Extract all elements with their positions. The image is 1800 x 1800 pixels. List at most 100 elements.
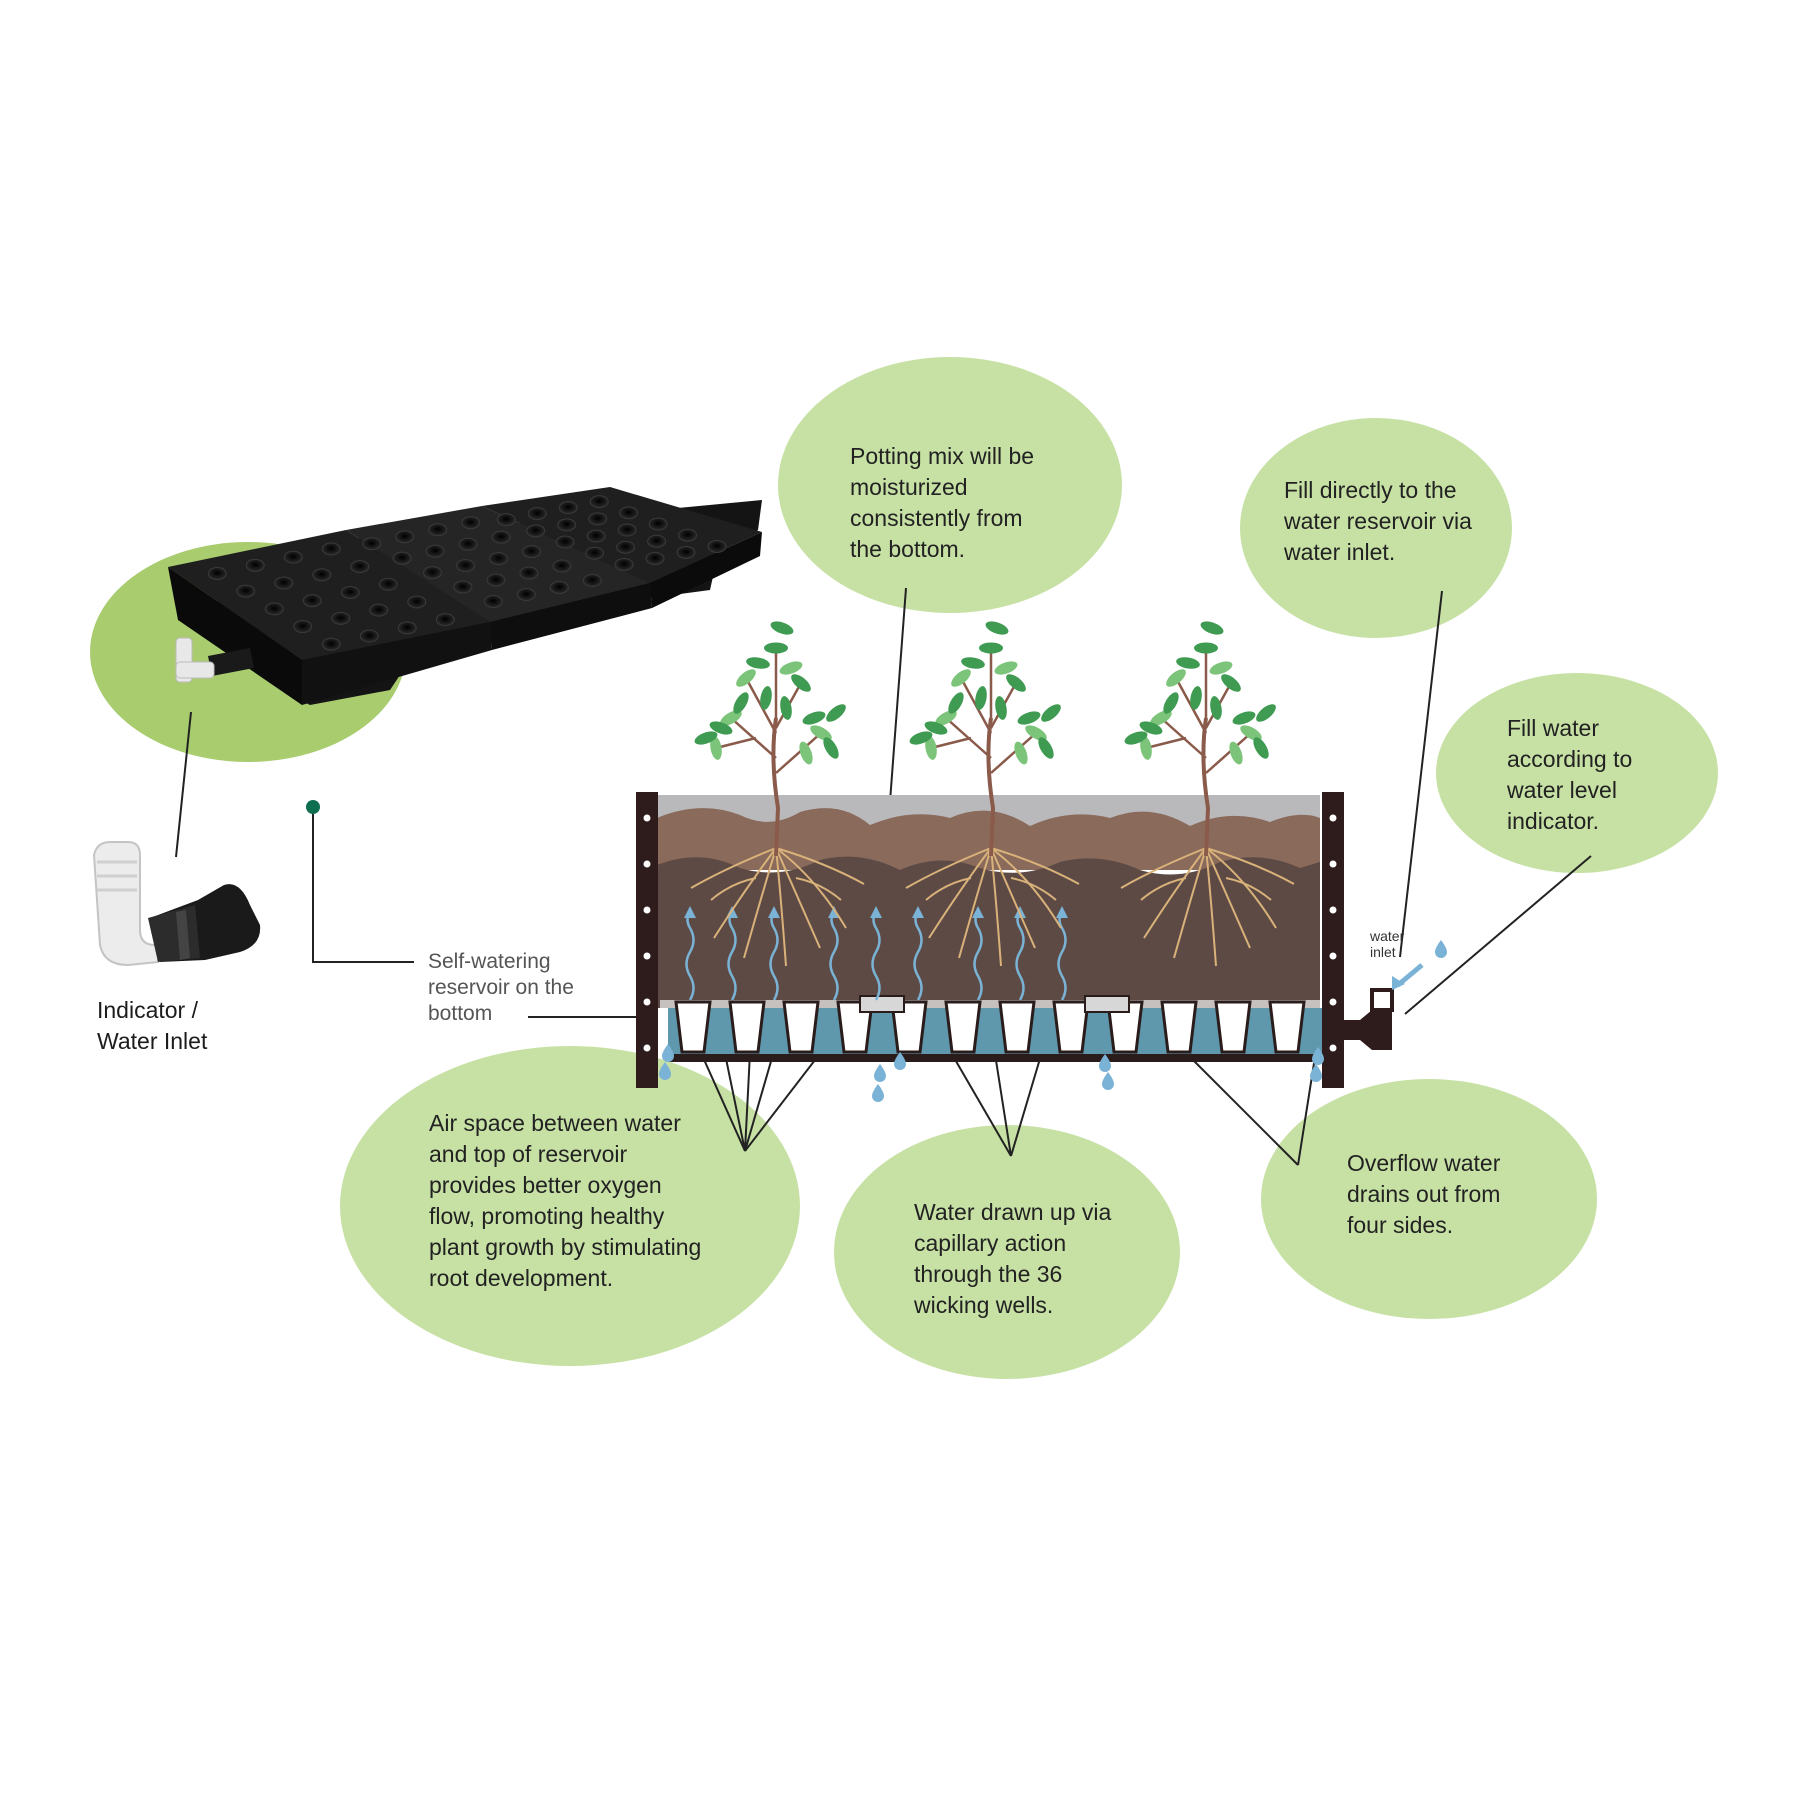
wicking-well	[782, 1000, 820, 1054]
post-hole	[1329, 952, 1337, 960]
black-planter-tray	[168, 487, 762, 705]
capillary-arrow	[684, 906, 696, 1001]
water-drop	[662, 1044, 674, 1062]
tray-hole	[392, 551, 412, 565]
tray-hole	[395, 530, 415, 544]
label-water-inlet: water inlet	[1370, 928, 1405, 960]
tray-hole	[549, 580, 569, 594]
label-reservoir: Self-watering reservoir on the bottom	[428, 950, 574, 1025]
water-drop	[1310, 1064, 1322, 1082]
callout-fill-level: Fill water according to water level indi…	[1507, 715, 1633, 834]
tray-hole	[207, 567, 227, 581]
tray-hole	[425, 544, 445, 558]
tray-hole	[616, 540, 636, 554]
tree-seedling	[905, 621, 1080, 967]
label-indicator: Indicator / Water Inlet	[97, 997, 208, 1054]
tray-hole	[321, 637, 341, 651]
wicking-well	[890, 1000, 928, 1054]
tray-hole	[558, 501, 578, 515]
frame-post-holes	[643, 814, 1337, 1052]
water-drop	[1435, 940, 1447, 958]
tray-hole	[552, 559, 572, 573]
tray-hole	[245, 558, 265, 572]
water-drop	[1099, 1054, 1111, 1072]
capillary-arrow	[1056, 906, 1068, 1001]
wicking-well	[1106, 1000, 1144, 1054]
frame-post-left	[636, 792, 658, 1088]
capillary-arrow	[972, 906, 984, 1001]
bubble-capillary	[834, 1125, 1180, 1379]
tray-hole	[397, 621, 417, 635]
wicking-well	[1214, 1000, 1252, 1054]
water-drop	[659, 1062, 671, 1080]
tray-hole	[557, 518, 577, 532]
tray-hole	[585, 546, 605, 560]
tree-seedling	[1120, 621, 1295, 967]
tray-hole	[483, 594, 503, 608]
elbow-connector	[92, 841, 261, 967]
tray-hole	[435, 613, 455, 627]
wicking-well	[1052, 1000, 1090, 1054]
tray-hole	[274, 576, 294, 590]
wicking-well	[1268, 1000, 1306, 1054]
post-hole	[643, 1044, 651, 1052]
capillary-arrows	[684, 906, 1068, 1001]
tray-hole	[489, 552, 508, 566]
callout-overflow: Overflow water drains out from four side…	[1347, 1150, 1501, 1238]
tray-hole	[648, 517, 668, 531]
capillary-arrow	[870, 906, 882, 1001]
bubble-fill-directly	[1240, 418, 1512, 638]
tray-hole	[486, 573, 506, 587]
inlet-pipe	[1322, 988, 1394, 1050]
capillary-arrow	[912, 906, 924, 1001]
overflow-port	[859, 995, 905, 1013]
callout-fill-directly: Fill directly to the water reservoir via…	[1284, 477, 1472, 565]
tray-hole	[264, 602, 284, 616]
tray-hole	[676, 545, 696, 559]
tray-hole	[645, 551, 665, 565]
post-hole	[643, 906, 651, 914]
soil-mid-layer	[657, 808, 1320, 870]
bubble-air-space	[340, 1046, 800, 1366]
bubble-fill-level	[1436, 673, 1718, 873]
tray-hole	[516, 587, 536, 601]
tray-hole	[582, 573, 602, 587]
tray-connector	[175, 637, 254, 683]
callout-air-space: Air space between water and top of reser…	[429, 1110, 702, 1291]
tray-hole	[321, 542, 341, 556]
tray-hole	[522, 545, 541, 559]
tray-hole	[619, 506, 639, 520]
tray-hole	[458, 537, 478, 551]
tray-hole	[614, 557, 634, 571]
tray-hole	[359, 629, 379, 643]
water-drops	[659, 940, 1447, 1102]
bubble-potting-mix	[778, 357, 1122, 613]
wicking-well	[674, 1000, 712, 1054]
water-drop	[874, 1064, 886, 1082]
capillary-arrow	[768, 906, 780, 1001]
planter-cross-section	[636, 792, 1447, 1102]
tray-hole	[236, 584, 256, 598]
callout-capillary: Water drawn up via capillary action thro…	[914, 1199, 1112, 1318]
tray-holes	[207, 495, 727, 651]
tray-hole	[302, 594, 322, 608]
wicking-well	[944, 1000, 982, 1054]
post-hole	[643, 952, 651, 960]
tray-hole	[423, 566, 442, 580]
tray-hole	[555, 535, 575, 549]
tray-hole	[461, 516, 481, 530]
post-hole	[1329, 860, 1337, 868]
tray-hole	[519, 566, 539, 580]
frame-post-right	[1322, 792, 1344, 1088]
post-hole	[1329, 1044, 1337, 1052]
tray-hole	[707, 539, 727, 553]
post-hole	[643, 998, 651, 1006]
tray-hole	[453, 580, 473, 594]
wicking-well	[998, 1000, 1036, 1054]
post-hole	[643, 860, 651, 868]
post-hole	[1329, 906, 1337, 914]
inlet-arrow	[1392, 963, 1424, 990]
tray-hole	[527, 507, 547, 521]
post-hole	[1329, 998, 1337, 1006]
tray-hole	[526, 524, 546, 538]
